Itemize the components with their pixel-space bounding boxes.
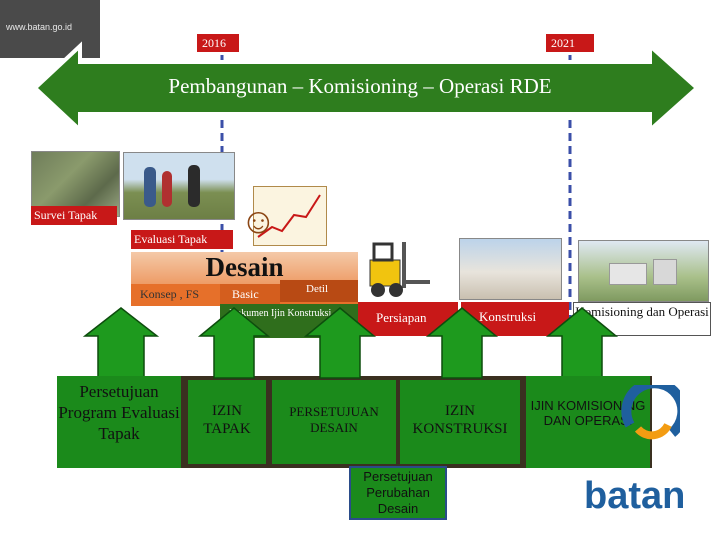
batan-logo-text: batan [584, 476, 685, 516]
approval-perubahan-desain: Persetujuan Perubahan Desain [349, 466, 447, 520]
approval-izin-tapak: IZIN TAPAK [188, 380, 266, 464]
approval-izin-konstruksi: IZIN KONSTRUKSI [400, 380, 520, 464]
approval-persetujuan-desain: PERSETUJUAN DESAIN [272, 380, 396, 464]
batan-logo-mark [620, 385, 680, 455]
approval-program-evaluasi: Persetujuan Program Evaluasi Tapak [57, 376, 181, 468]
